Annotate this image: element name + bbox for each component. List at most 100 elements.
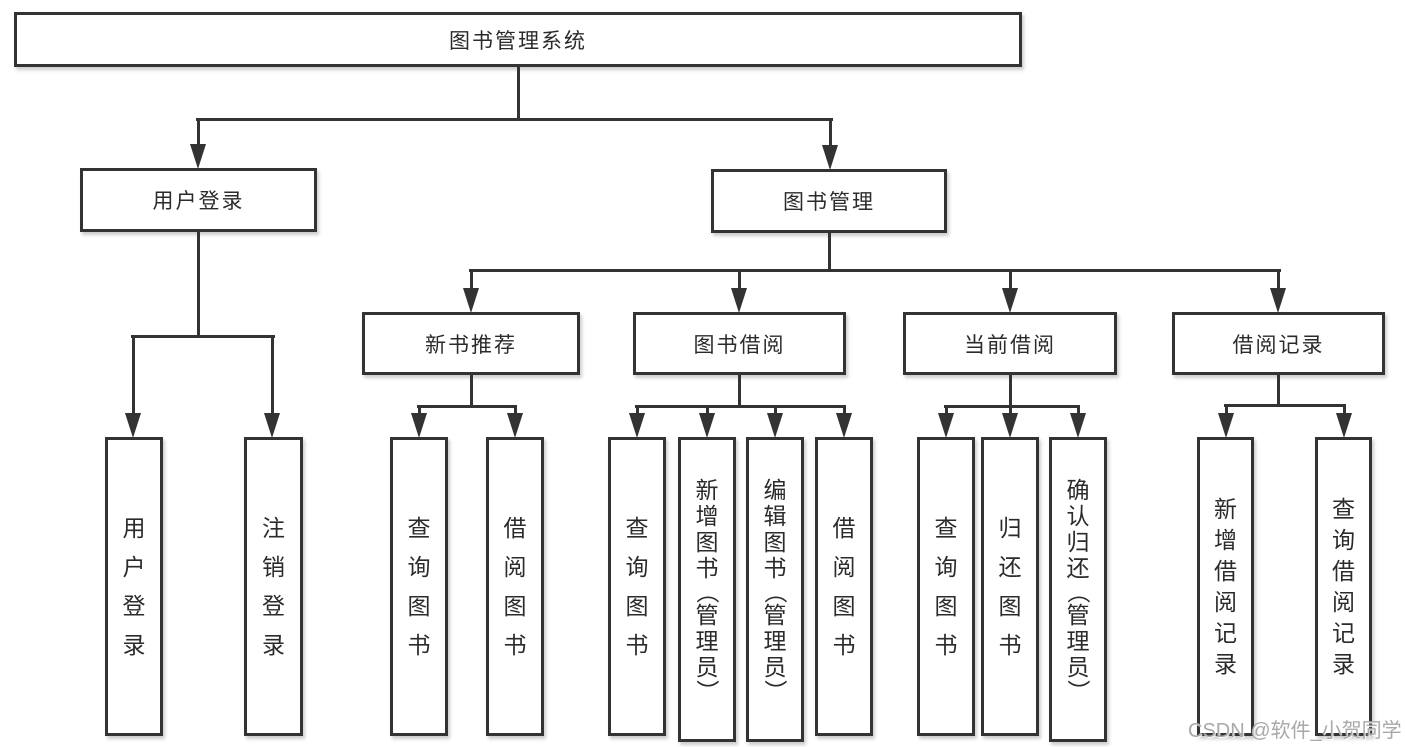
connector-line <box>1077 408 1080 416</box>
vertical-char: （ <box>694 580 720 604</box>
vertical-char: 查 <box>934 514 958 541</box>
connector-line <box>774 408 777 416</box>
connector-line <box>197 121 200 147</box>
connector-line <box>636 408 639 416</box>
vertical-char: 注 <box>262 514 285 541</box>
vertical-char: 阅 <box>503 553 527 580</box>
vertical-char: 借 <box>503 514 527 541</box>
connector-line <box>945 408 948 416</box>
leaf-edit-book-admin: 编辑图书（管理员） <box>746 437 804 742</box>
arrowhead-down-icon <box>507 413 523 438</box>
node-label: 新书推荐 <box>425 333 517 357</box>
arrowhead-down-icon <box>731 288 747 313</box>
vertical-char: 借 <box>1214 557 1237 584</box>
connector-line <box>738 272 741 291</box>
connector-line <box>706 408 709 416</box>
vertical-char: 记 <box>1332 619 1355 646</box>
connector-line <box>470 375 473 408</box>
connector-line <box>417 405 517 408</box>
vertical-char: 阅 <box>1214 588 1237 615</box>
vertical-char: 还 <box>998 553 1022 580</box>
vertical-char: 查 <box>625 514 649 541</box>
vertical-char: 图 <box>763 529 787 555</box>
vertical-char: 阅 <box>1332 588 1355 615</box>
arrowhead-down-icon <box>767 413 783 438</box>
vertical-char: 认 <box>1066 503 1090 529</box>
arrowhead-down-icon <box>1218 413 1234 438</box>
leaf-query-books-1: 查询图书 <box>390 437 448 736</box>
leaf-user-login: 用户登录 <box>105 437 163 736</box>
node-borrowing-records: 借阅记录 <box>1172 312 1385 375</box>
arrowhead-down-icon <box>190 144 206 169</box>
arrowhead-down-icon <box>836 413 852 438</box>
connector-line <box>828 233 831 272</box>
vertical-char: 借 <box>1332 557 1355 584</box>
arrowhead-down-icon <box>1270 288 1286 313</box>
node-label: 用户登录 <box>152 190 245 213</box>
connector-line <box>843 408 846 416</box>
connector-line <box>517 67 520 121</box>
vertical-char: 查 <box>1332 495 1355 522</box>
vertical-char: 询 <box>934 553 958 580</box>
vertical-char: 图 <box>934 592 958 619</box>
connector-line <box>132 338 135 416</box>
connector-line <box>635 405 846 408</box>
leaf-add-book-admin: 新增图书（管理员） <box>678 437 736 742</box>
leaf-query-borrow-record: 查询借阅记录 <box>1315 437 1372 736</box>
vertical-char: 录 <box>122 631 146 658</box>
vertical-char: 图 <box>625 592 649 619</box>
vertical-char: 录 <box>1332 650 1355 677</box>
vertical-char: ） <box>762 679 788 703</box>
leaf-logout: 注销登录 <box>244 437 303 736</box>
connector-line <box>470 272 473 291</box>
arrowhead-down-icon <box>1002 413 1018 438</box>
vertical-char: 管 <box>695 602 719 628</box>
vertical-char: （ <box>1065 580 1091 604</box>
arrowhead-down-icon <box>1070 413 1086 438</box>
vertical-char: 增 <box>1214 526 1237 553</box>
vertical-char: 登 <box>262 592 285 619</box>
vertical-char: 图 <box>503 592 527 619</box>
vertical-char: 询 <box>1332 526 1355 553</box>
vertical-char: 归 <box>998 514 1022 541</box>
vertical-char: 书 <box>763 555 787 581</box>
vertical-char: 还 <box>1066 555 1090 581</box>
arrowhead-down-icon <box>699 413 715 438</box>
connector-line <box>469 269 1281 272</box>
leaf-confirm-return-admin: 确认归还（管理员） <box>1049 437 1107 742</box>
node-library-management-system: 图书管理系统 <box>14 12 1022 67</box>
leaf-query-books-2: 查询图书 <box>608 437 666 736</box>
vertical-char: 图 <box>695 529 719 555</box>
connector-line <box>131 335 275 338</box>
arrowhead-down-icon <box>411 413 427 438</box>
vertical-char: 查 <box>407 514 431 541</box>
vertical-char: 阅 <box>832 553 856 580</box>
vertical-char: 书 <box>625 631 649 658</box>
vertical-char: 询 <box>407 553 431 580</box>
connector-line <box>196 118 833 121</box>
connector-line <box>829 121 832 147</box>
vertical-char: 书 <box>934 631 958 658</box>
vertical-char: ） <box>1065 679 1091 703</box>
arrowhead-down-icon <box>463 288 479 313</box>
vertical-char: 用 <box>122 514 146 541</box>
vertical-char: 销 <box>262 553 285 580</box>
vertical-char: 询 <box>625 553 649 580</box>
node-book-borrowing: 图书借阅 <box>633 312 846 375</box>
arrowhead-down-icon <box>629 413 645 438</box>
vertical-char: 理 <box>695 628 719 654</box>
vertical-char: 员 <box>763 654 787 680</box>
vertical-char: 辑 <box>763 503 787 529</box>
vertical-char: 书 <box>998 631 1022 658</box>
arrowhead-down-icon <box>1336 413 1352 438</box>
vertical-char: 图 <box>407 592 431 619</box>
node-label: 借阅记录 <box>1232 333 1325 357</box>
vertical-char: 户 <box>122 553 146 580</box>
vertical-char: 增 <box>695 503 719 529</box>
connector-line <box>1224 404 1346 407</box>
leaf-query-books-3: 查询图书 <box>917 437 975 736</box>
vertical-char: 员 <box>695 654 719 680</box>
vertical-char: 书 <box>832 631 856 658</box>
node-label: 图书管理系统 <box>449 29 587 53</box>
